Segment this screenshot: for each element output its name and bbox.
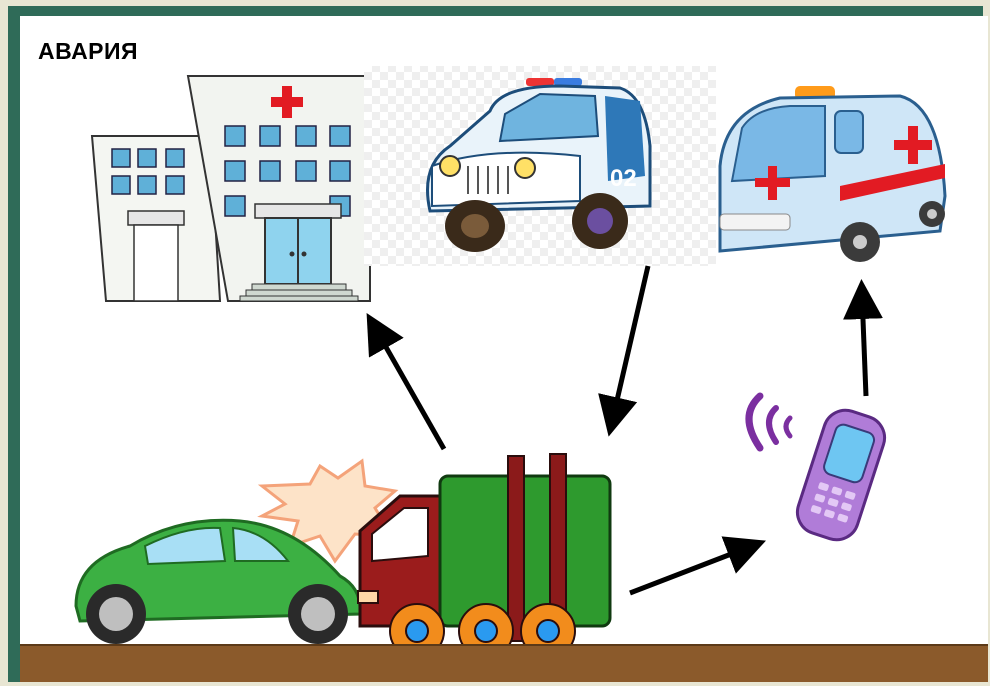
slide-canvas: АВАРИЯ [20,16,988,682]
arrow-truck-to-hospital [374,326,444,449]
mobile-phone-icon [749,396,890,545]
police-car-icon: 02 [364,66,716,266]
police-car-number: 02 [610,165,637,192]
truck-icon [358,454,610,658]
ground-road [20,644,988,682]
hospital-icon [92,76,370,301]
arrow-phone-to-ambulance [862,294,866,396]
arrow-police-to-truck [612,266,648,422]
accident-diagram: 02 [20,16,988,682]
ambulance-icon [720,86,945,262]
arrow-truck-to-phone [630,546,752,593]
slide-frame: АВАРИЯ [8,6,983,682]
crashed-car-icon [76,520,360,644]
